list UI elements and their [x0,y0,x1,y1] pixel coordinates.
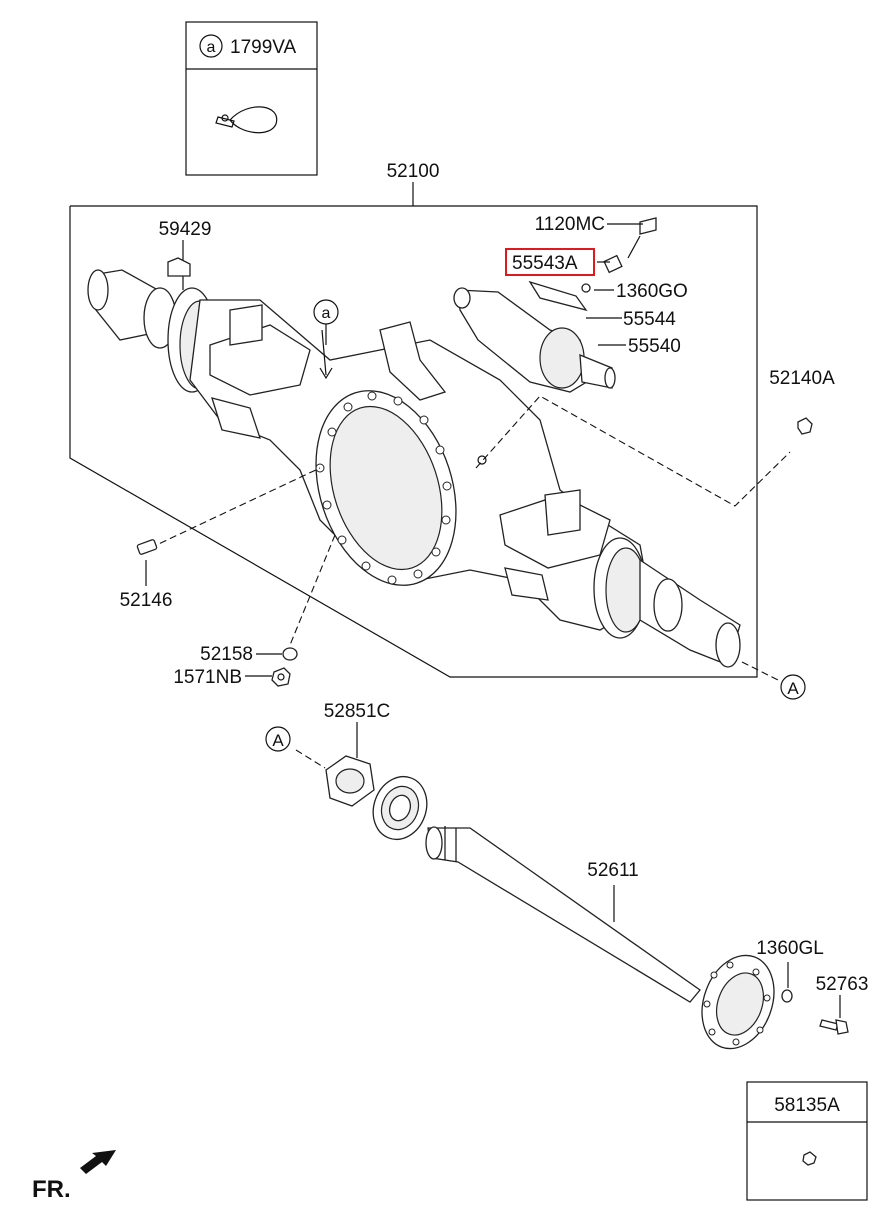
label-52146[interactable]: 52146 [120,590,173,611]
housing-callout-frame [69,182,758,678]
label-1360go[interactable]: 1360GO [616,281,688,302]
bolt-52763 [819,1019,849,1035]
nut-icon [802,1151,817,1166]
label-52158[interactable]: 52158 [200,644,253,665]
box-1799va-code: 1799VA [230,37,297,58]
box-1799va-marker: a [207,39,216,56]
nut-1571nb [271,667,291,687]
marker-A-right-text: A [787,679,799,698]
front-arrow-icon [80,1150,116,1174]
leader-lines [145,223,841,1018]
front-indicator: FR. [32,1150,116,1203]
label-59429[interactable]: 59429 [159,219,212,240]
label-55540[interactable]: 55540 [628,336,681,357]
label-52763[interactable]: 52763 [816,974,869,995]
marker-A-left-text: A [272,731,284,750]
marker-a-housing: a [313,299,339,325]
marker-A-left: A [265,726,291,752]
label-52100[interactable]: 52100 [387,161,440,182]
lock-nut-52851c [325,755,375,807]
box-58135a: 58135A [746,1081,868,1201]
cable-tie-icon [215,106,278,134]
pin-52146 [136,539,158,555]
marker-A-right: A [780,674,806,700]
label-1120mc[interactable]: 1120MC [535,214,605,235]
callout-labels: 52100 59429 1120MC 55543A 1360GO 55544 5… [120,161,869,995]
axle-shaft-52611 [425,826,775,1050]
label-1571nb[interactable]: 1571NB [173,667,242,688]
label-55543a[interactable]: 55543A [512,253,578,274]
label-52611[interactable]: 52611 [587,860,638,881]
label-55544[interactable]: 55544 [623,309,676,330]
label-52851c[interactable]: 52851C [324,701,391,722]
box-58135a-code: 58135A [774,1095,840,1116]
front-label: FR. [32,1176,71,1203]
box-1799va: a 1799VA [185,21,318,176]
marker-a-housing-text: a [322,305,331,322]
bearing [372,775,428,841]
axle-housing-drawing [87,269,741,668]
ring-bolt-holes [315,391,452,585]
washer-1360gl [781,989,793,1003]
plug-52140a [797,417,813,435]
washer-52158 [282,647,298,661]
label-1360gl[interactable]: 1360GL [756,938,824,959]
dashed-guides [149,395,791,769]
highlight-55543a [505,248,595,276]
marker-a-circle [199,34,223,58]
breather-assembly-drawing [453,217,657,393]
label-52140a[interactable]: 52140A [769,368,835,389]
